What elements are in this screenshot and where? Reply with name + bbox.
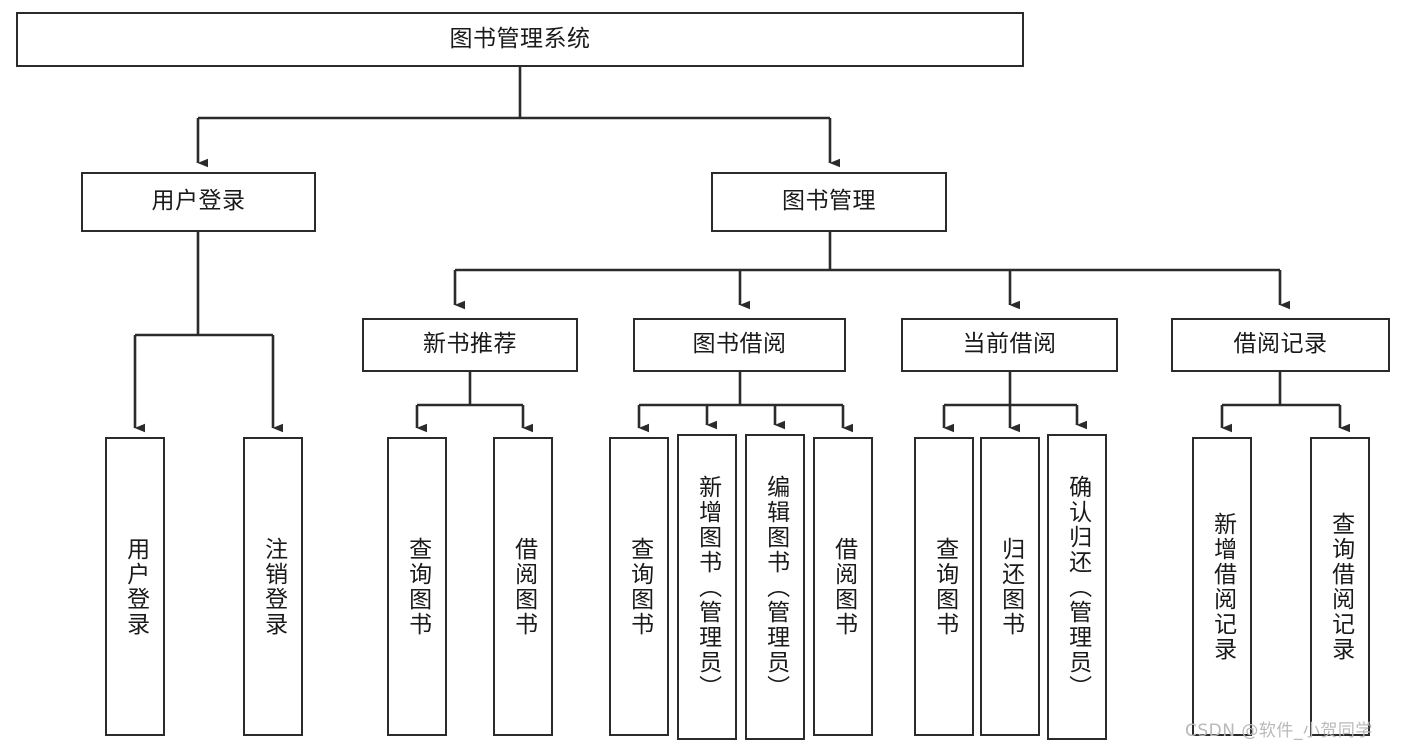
leaf-query-book-borrow[interactable]: 查询图书 [609, 437, 669, 736]
leaf-query-book-current[interactable]: 查询图书 [914, 437, 974, 736]
leaf-confirm-return-admin[interactable]: 确认归还（管理员） [1047, 434, 1107, 740]
node-label: 图书管理系统 [449, 25, 591, 52]
node-book-borrowing[interactable]: 图书借阅 [633, 318, 846, 372]
node-label: 归还图书 [997, 536, 1024, 637]
node-label: 图书管理 [782, 188, 876, 215]
node-label: 借阅记录 [1233, 331, 1328, 358]
leaf-user-login[interactable]: 用户登录 [105, 437, 165, 736]
node-label: 借阅图书 [510, 536, 537, 637]
leaf-add-borrow-record[interactable]: 新增借阅记录 [1192, 437, 1252, 736]
leaf-edit-book-admin[interactable]: 编辑图书（管理员） [745, 434, 805, 740]
node-label: 用户登录 [151, 188, 246, 215]
node-label: 查询图书 [404, 536, 431, 637]
node-label: 新书推荐 [423, 331, 517, 358]
node-label: 新增图书（管理员） [694, 474, 721, 700]
node-label: 确认归还（管理员） [1064, 474, 1091, 700]
node-label: 新增借阅记录 [1209, 511, 1236, 662]
leaf-borrow-book-recommend[interactable]: 借阅图书 [493, 437, 553, 736]
node-label: 查询图书 [931, 536, 958, 637]
leaf-add-book-admin[interactable]: 新增图书（管理员） [677, 434, 737, 740]
leaf-return-book[interactable]: 归还图书 [980, 437, 1040, 736]
node-label: 借阅图书 [830, 536, 857, 637]
node-new-book-recommendation[interactable]: 新书推荐 [362, 318, 578, 372]
node-label: 注销登录 [260, 536, 287, 637]
leaf-borrow-book[interactable]: 借阅图书 [813, 437, 873, 736]
node-borrowing-record[interactable]: 借阅记录 [1171, 318, 1390, 372]
node-label: 查询图书 [626, 536, 653, 637]
node-label: 用户登录 [122, 536, 149, 637]
node-label: 查询借阅记录 [1327, 511, 1354, 662]
node-root-book-management-system[interactable]: 图书管理系统 [16, 12, 1024, 67]
node-user-login[interactable]: 用户登录 [81, 172, 316, 232]
node-label: 图书借阅 [692, 331, 787, 358]
node-book-management[interactable]: 图书管理 [711, 172, 947, 232]
node-label: 当前借阅 [962, 331, 1057, 358]
leaf-query-book-recommend[interactable]: 查询图书 [387, 437, 447, 736]
leaf-logout[interactable]: 注销登录 [243, 437, 303, 736]
leaf-query-borrow-record[interactable]: 查询借阅记录 [1310, 437, 1370, 736]
node-current-borrowing[interactable]: 当前借阅 [901, 318, 1118, 372]
csdn-watermark: CSDN @软件_小贺同学 [1185, 721, 1373, 741]
node-label: 编辑图书（管理员） [762, 474, 789, 700]
